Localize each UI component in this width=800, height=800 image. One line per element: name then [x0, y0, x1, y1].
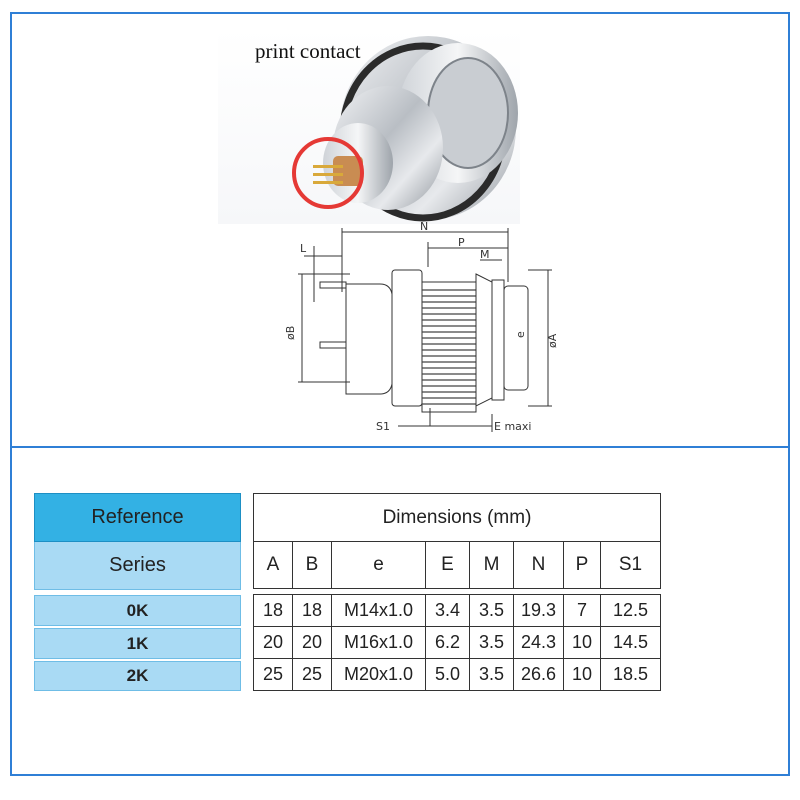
- label-e-maxi: E maxi: [494, 420, 531, 433]
- column-header: B: [292, 541, 332, 589]
- table-cell: 25: [253, 658, 293, 691]
- label-b: øB: [284, 326, 297, 340]
- table-cell: 24.3: [513, 626, 564, 659]
- table-cell: 3.5: [469, 658, 514, 691]
- series-cell-0k: 0K: [34, 595, 241, 626]
- column-header: E: [425, 541, 470, 589]
- column-header: e: [331, 541, 426, 589]
- label-l: L: [300, 242, 307, 255]
- table-cell: 7: [563, 594, 601, 627]
- table-cell: 6.2: [425, 626, 470, 659]
- label-m: M: [480, 248, 490, 261]
- table-cell: M14x1.0: [331, 594, 426, 627]
- dimensions-table: Dimensions (mm) A B e E M N P S1 18 18 M…: [253, 493, 661, 691]
- column-header: N: [513, 541, 564, 589]
- table-cell: 20: [253, 626, 293, 659]
- table-cell: 19.3: [513, 594, 564, 627]
- table-row: 25 25 M20x1.0 5.0 3.5 26.6 10 18.5: [253, 658, 661, 691]
- table-cell: M20x1.0: [331, 658, 426, 691]
- column-header: A: [253, 541, 293, 589]
- table-cell: 3.5: [469, 626, 514, 659]
- series-cell-1k: 1K: [34, 628, 241, 659]
- label-p: P: [458, 236, 465, 249]
- column-header: S1: [600, 541, 661, 589]
- series-cell-2k: 2K: [34, 661, 241, 691]
- table-row: 20 20 M16x1.0 6.2 3.5 24.3 10 14.5: [253, 626, 661, 659]
- label-s1: S1: [376, 420, 390, 433]
- label-n: N: [420, 222, 428, 233]
- table-cell: M16x1.0: [331, 626, 426, 659]
- connector-image: [292, 36, 518, 222]
- table-cell: 25: [292, 658, 332, 691]
- dimensions-header: Dimensions (mm): [253, 493, 661, 542]
- table-cell: 10: [563, 658, 601, 691]
- table-cell: 18: [253, 594, 293, 627]
- table-cell: 20: [292, 626, 332, 659]
- table-cell: 5.0: [425, 658, 470, 691]
- photo-caption: print contact: [255, 39, 361, 63]
- label-e: e: [514, 331, 527, 338]
- table-cell: 3.5: [469, 594, 514, 627]
- column-header: M: [469, 541, 514, 589]
- reference-header: Reference: [34, 493, 241, 542]
- table-cell: 12.5: [600, 594, 661, 627]
- column-header: P: [563, 541, 601, 589]
- connector-photo: [218, 28, 520, 224]
- table-cell: 18.5: [600, 658, 661, 691]
- technical-drawing: N P M L øB: [280, 220, 580, 437]
- highlight-circle: [292, 137, 364, 209]
- table-cell: 18: [292, 594, 332, 627]
- label-a: øA: [546, 333, 559, 348]
- table-cell: 14.5: [600, 626, 661, 659]
- table-cell: 26.6: [513, 658, 564, 691]
- series-header: Series: [34, 542, 241, 590]
- table-row: 18 18 M14x1.0 3.4 3.5 19.3 7 12.5: [253, 594, 661, 627]
- table-cell: 10: [563, 626, 601, 659]
- table-cell: 3.4: [425, 594, 470, 627]
